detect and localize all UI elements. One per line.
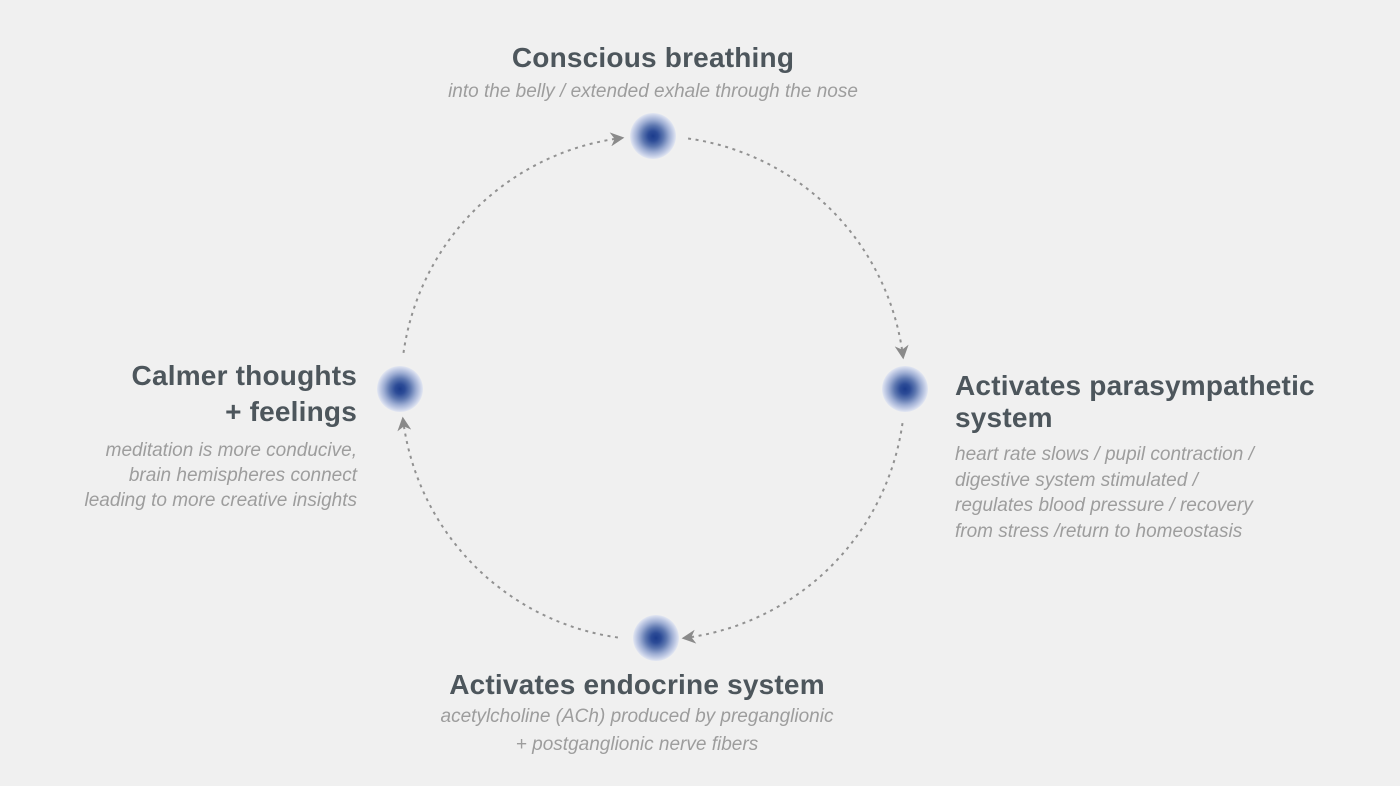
node-title: Activates parasympathetic system [955, 370, 1315, 433]
node-label-endocrine: Activates endocrine system acetylcholine… [337, 668, 937, 758]
node-label-conscious-breathing: Conscious breathing into the belly / ext… [353, 41, 953, 105]
arc-top-to-right [687, 137, 909, 360]
node-subtitle: meditation is more conducive, brain hemi… [84, 440, 357, 511]
arc-right-to-bottom [681, 422, 904, 644]
node-title: Calmer thoughts + feelings [131, 360, 357, 427]
node-dot-endocrine [633, 615, 679, 661]
node-title: Conscious breathing [511, 42, 795, 73]
node-dot-conscious-breathing [630, 113, 676, 159]
node-dot-calmer-thoughts [377, 366, 423, 412]
node-dot-parasympathetic [882, 366, 928, 412]
node-label-parasympathetic: Activates parasympathetic system heart r… [955, 370, 1355, 544]
node-subtitle: acetylcholine (ACh) produced by pregangl… [440, 706, 834, 755]
arc-bottom-to-left [397, 416, 619, 639]
node-label-calmer-thoughts: Calmer thoughts + feelings meditation is… [17, 358, 357, 513]
node-subtitle: into the belly / extended exhale through… [448, 81, 858, 102]
node-title: Activates endocrine system [449, 669, 825, 700]
arc-left-to-top [402, 132, 625, 354]
node-subtitle: heart rate slows / pupil contraction / d… [955, 444, 1254, 542]
